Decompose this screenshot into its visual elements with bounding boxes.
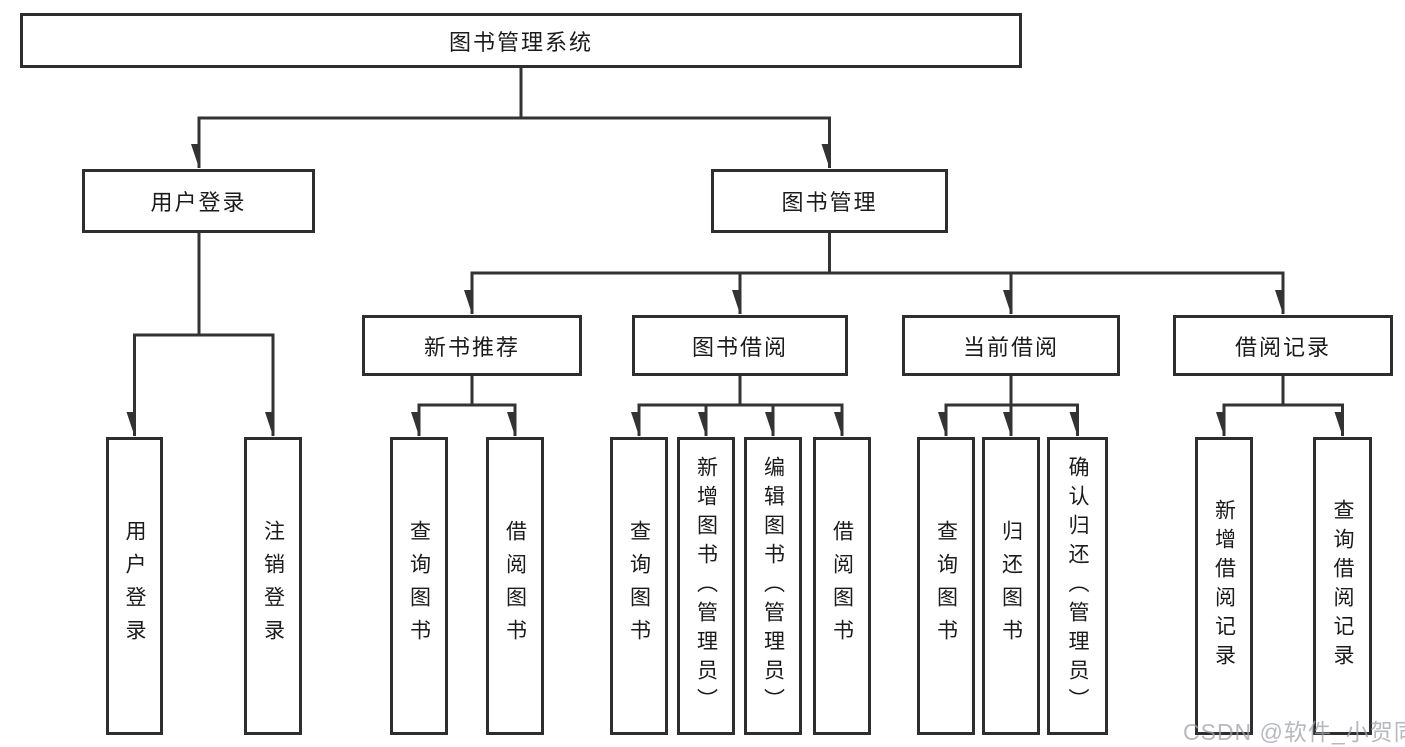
node-borrow-records: 借阅记录 — [1173, 315, 1393, 376]
leaf-logout: 注销登录 — [244, 437, 302, 735]
node-book-borrow: 图书借阅 — [632, 315, 848, 376]
connector-new-book-children — [418, 374, 517, 436]
node-user-login: 用户登录 — [82, 169, 315, 233]
connector-book-borrow-children — [638, 374, 844, 436]
leaf-query-books-current: 查询图书 — [917, 437, 975, 735]
connector-borrow-records-children — [1223, 374, 1344, 436]
node-root-system: 图书管理系统 — [20, 13, 1022, 68]
leaf-add-borrow-record: 新增借阅记录 — [1195, 437, 1253, 735]
csdn-watermark: CSDN @软件_小贺同学 — [1183, 719, 1405, 745]
leaf-query-books-borrow: 查询图书 — [610, 437, 668, 735]
node-current-borrow: 当前借阅 — [902, 315, 1120, 376]
leaf-add-book-admin: 新增图书（管理员） — [677, 437, 735, 735]
leaf-borrow-books-recommend: 借阅图书 — [486, 437, 544, 735]
leaf-user-login: 用户登录 — [106, 437, 163, 735]
connector-root-to-level1 — [198, 66, 831, 168]
node-book-management: 图书管理 — [711, 169, 948, 233]
node-new-book-recommend: 新书推荐 — [362, 315, 582, 376]
leaf-return-book: 归还图书 — [982, 437, 1040, 735]
connector-book-management-children — [471, 231, 1285, 314]
leaf-query-books-recommend: 查询图书 — [390, 437, 448, 735]
connector-current-borrow-children — [945, 374, 1079, 436]
leaf-query-borrow-record: 查询借阅记录 — [1313, 437, 1372, 735]
leaf-edit-book-admin: 编辑图书（管理员） — [744, 437, 802, 735]
leaf-confirm-return-admin: 确认归还（管理员） — [1047, 437, 1108, 735]
leaf-borrow-books: 借阅图书 — [813, 437, 871, 735]
connector-user-login-children — [133, 231, 275, 436]
